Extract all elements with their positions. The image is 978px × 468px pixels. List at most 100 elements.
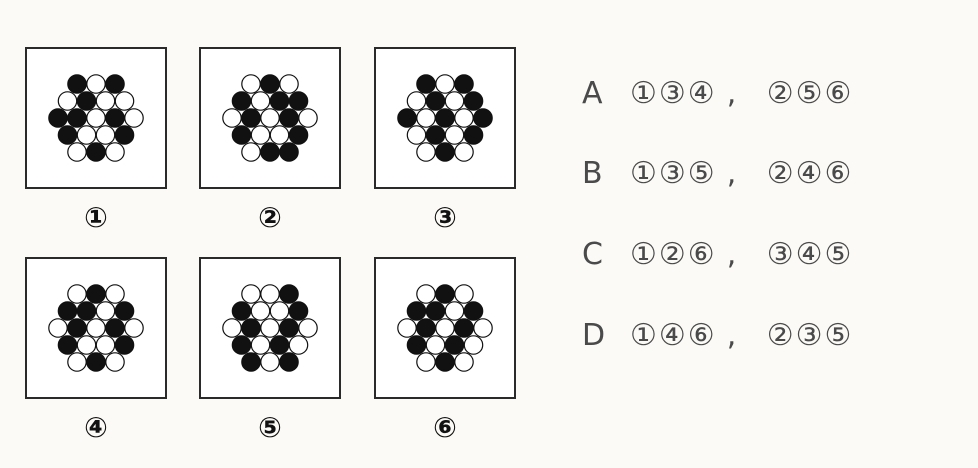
option-c-separator: , [726,237,737,272]
white-dot [397,318,417,338]
black-dot [454,318,474,338]
option-c[interactable]: C ①②⑥, ③④⑤ [582,237,853,273]
figure-panel-3 [374,47,516,189]
white-dot [76,125,97,145]
black-dot [279,352,299,372]
black-dot [67,318,87,338]
white-dot [222,318,242,338]
option-c-letter: C [582,237,603,272]
white-dot [105,352,125,372]
black-dot [67,108,87,128]
option-b-letter: B [582,156,603,191]
white-dot [463,335,484,355]
white-dot [260,352,280,372]
black-dot [57,301,78,321]
figure-label-1: ① [84,201,108,234]
black-dot [114,301,135,321]
figure-label-6: ⑥ [433,411,457,444]
black-dot [260,142,280,162]
black-dot [435,108,455,128]
white-dot [435,74,455,94]
white-dot [260,284,280,304]
option-c-group1: ①②⑥ [630,237,717,272]
dot-hexagon-3 [397,74,493,162]
option-d-group2: ②③⑤ [766,318,854,353]
dot-hexagon-6 [397,284,493,372]
black-dot [57,335,78,355]
black-dot [435,352,455,372]
black-dot [231,91,252,111]
white-dot [241,142,261,162]
figure-label-2: ② [258,201,282,234]
white-dot [67,142,87,162]
white-dot [86,74,106,94]
white-dot [222,108,242,128]
black-dot [463,301,484,321]
white-dot [288,335,309,355]
black-dot [279,108,299,128]
option-a-group1: ①③④ [630,76,717,111]
white-dot [435,318,455,338]
white-dot [124,318,144,338]
white-dot [76,335,97,355]
figure-label-3: ③ [433,201,457,234]
white-dot [416,284,436,304]
white-dot [48,318,68,338]
option-b-group2: ②④⑥ [766,156,854,191]
white-dot [95,91,116,111]
black-dot [288,91,309,111]
black-dot [416,74,436,94]
black-dot [67,74,87,94]
white-dot [269,125,290,145]
black-dot [425,301,446,321]
dot-hexagon-4 [48,284,144,372]
white-dot [298,318,318,338]
black-dot [425,91,446,111]
white-dot [416,142,436,162]
option-b-group1: ①③⑤ [630,156,717,191]
figure-label-5: ⑤ [258,411,282,444]
white-dot [241,74,261,94]
black-dot [406,301,427,321]
black-dot [105,318,125,338]
black-dot [105,74,125,94]
black-dot [279,142,299,162]
white-dot [114,91,135,111]
white-dot [454,108,474,128]
black-dot [57,125,78,145]
white-dot [454,142,474,162]
black-dot [435,284,455,304]
black-dot [231,335,252,355]
white-dot [57,91,78,111]
white-dot [105,284,125,304]
black-dot [473,108,493,128]
black-dot [279,284,299,304]
black-dot [269,91,290,111]
black-dot [231,125,252,145]
white-dot [269,301,290,321]
white-dot [444,91,465,111]
white-dot [250,335,271,355]
white-dot [454,352,474,372]
white-dot [260,318,280,338]
white-dot [425,335,446,355]
black-dot [288,301,309,321]
black-dot [241,318,261,338]
black-dot [241,352,261,372]
dot-hexagon-5 [222,284,318,372]
figure-label-4: ④ [84,411,108,444]
white-dot [124,108,144,128]
white-dot [444,301,465,321]
option-a-letter: A [582,76,603,111]
black-dot [48,108,68,128]
white-dot [416,108,436,128]
option-d-separator: , [726,318,737,353]
dot-hexagon-1 [48,74,144,162]
black-dot [76,91,97,111]
option-c-group2: ③④⑤ [766,237,854,272]
white-dot [454,284,474,304]
figure-panel-4 [25,257,167,399]
